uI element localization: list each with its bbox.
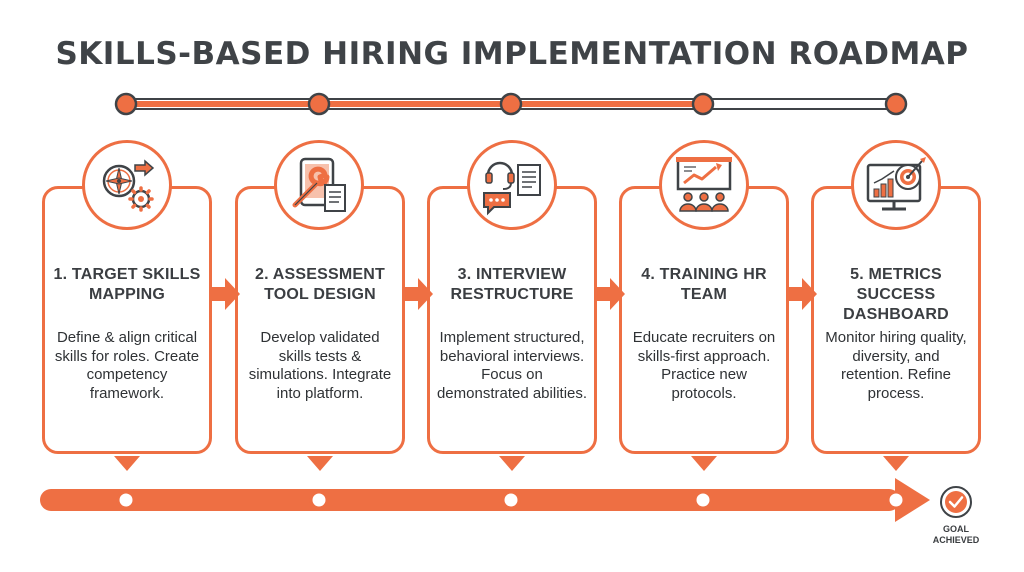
step-title: 3. INTERVIEW RESTRUCTURE: [450, 266, 574, 303]
card-pointer: [883, 456, 909, 471]
step-description: Develop validated skills tests & simulat…: [248, 329, 392, 402]
timeline-node: [501, 490, 521, 510]
step-title: 2. ASSESSMENT TOOL DESIGN: [254, 266, 386, 303]
timeline-node: [116, 490, 136, 510]
step-card-5: 5. METRICS SUCCESS DASHBOARD Monitor hir…: [811, 186, 981, 454]
progress-node: [114, 92, 138, 116]
progress-node: [499, 92, 523, 116]
step-card-1: 1. TARGET SKILLS MAPPING Define & align …: [42, 186, 212, 454]
card-pointer: [114, 456, 140, 471]
flow-arrow-icon: [789, 278, 817, 310]
progress-node: [691, 92, 715, 116]
compass-gear-icon: [82, 140, 172, 230]
progress-node: [884, 92, 908, 116]
timeline-node: [309, 490, 329, 510]
step-card-4: 4. TRAINING HR TEAM Educate recruiters o…: [619, 186, 789, 454]
card-pointer: [307, 456, 333, 471]
timeline-node: [886, 490, 906, 510]
monitor-target-icon: [851, 140, 941, 230]
presentation-board-icon: [659, 140, 749, 230]
card-pointer: [691, 456, 717, 471]
top-progress-bar: [114, 92, 908, 116]
step-description: Implement structured, behavioral intervi…: [436, 329, 588, 402]
flow-arrow-icon: [405, 278, 433, 310]
step-title: 1. TARGET SKILLS MAPPING: [53, 266, 201, 303]
step-card-2: 2. ASSESSMENT TOOL DESIGN Develop valida…: [235, 186, 405, 454]
timeline-node: [693, 490, 713, 510]
step-card-3: 3. INTERVIEW RESTRUCTURE Implement struc…: [427, 186, 597, 454]
flow-arrow-icon: [597, 278, 625, 310]
checkmark-circle-icon: [940, 486, 972, 518]
step-title: 5. METRICS SUCCESS DASHBOARD: [843, 266, 949, 323]
progress-node: [307, 92, 331, 116]
flow-arrow-icon: [212, 278, 240, 310]
card-pointer: [499, 456, 525, 471]
headset-chat-icon: [467, 140, 557, 230]
bottom-timeline-arrow: [40, 478, 930, 522]
step-description: Educate recruiters on skills-first appro…: [632, 329, 776, 402]
step-description: Monitor hiring quality, diversity, and r…: [825, 329, 967, 402]
step-description: Define & align critical skills for roles…: [54, 329, 200, 402]
goal-label: GOAL ACHIEVED: [932, 524, 980, 545]
tablet-wrench-icon: [274, 140, 364, 230]
page-title: SKILLS-BASED HIRING IMPLEMENTATION ROADM…: [55, 36, 969, 72]
step-title: 4. TRAINING HR TEAM: [641, 266, 767, 303]
